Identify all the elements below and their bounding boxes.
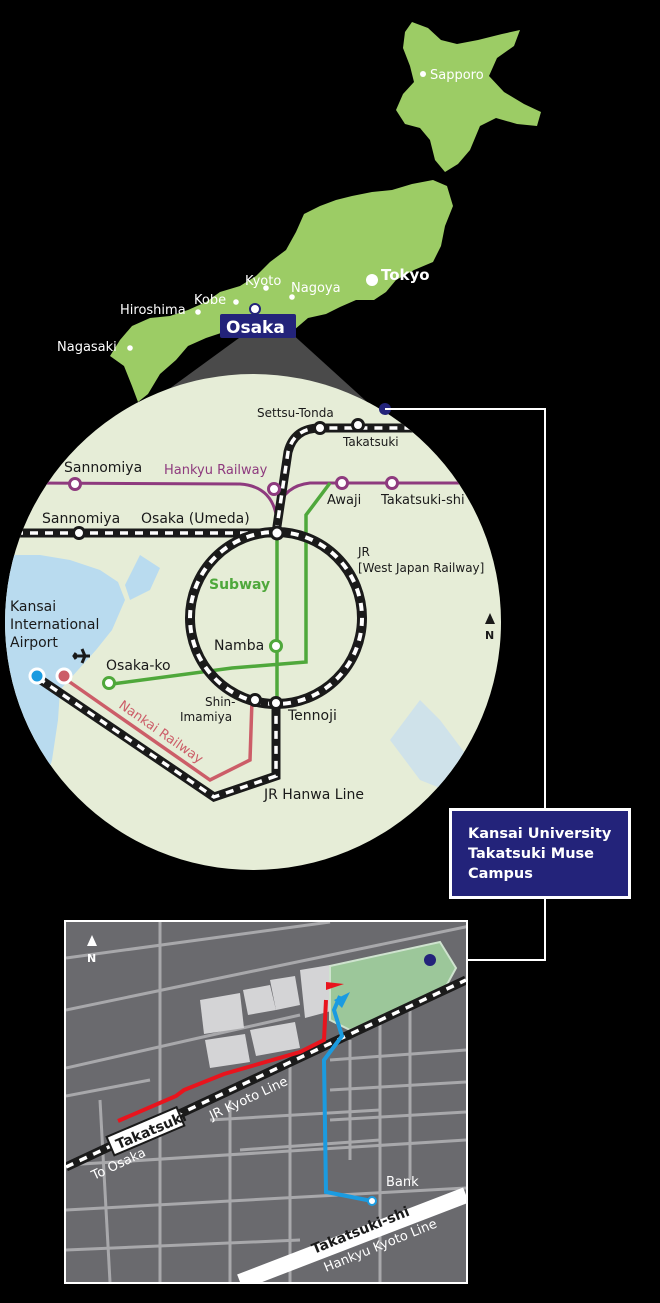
north-arrow-icon: N: [485, 613, 495, 642]
station-label: Namba: [214, 638, 264, 654]
city-tokyo: Tokyo: [366, 266, 430, 286]
campus-callout-box: Kansai University Takatsuki Muse Campus: [449, 808, 631, 899]
station-label: Takatsuki-shi: [380, 493, 465, 508]
city-label: Nagoya: [291, 281, 341, 296]
city-nagasaki: Nagasaki: [57, 340, 133, 355]
stations: [28, 403, 399, 710]
north-arrow-icon: N: [87, 935, 97, 965]
station-label: Awaji: [327, 493, 361, 508]
airport-label: International: [10, 617, 99, 633]
route-from-hankyu: [321, 995, 373, 1203]
bay-islands: [125, 555, 160, 600]
line-label: Subway: [209, 577, 270, 593]
airplane-icon: [72, 648, 90, 664]
campus-name-line: Kansai University: [468, 826, 612, 842]
connector-line: [385, 408, 546, 961]
station-label: Imamiya: [180, 710, 232, 724]
city-nagoya: Nagoya: [289, 281, 341, 300]
subway-line: [111, 481, 332, 703]
city-sapporo: Sapporo: [420, 68, 484, 83]
station-label: Shin-: [205, 695, 236, 709]
station-label: Osaka (Umeda): [141, 511, 250, 527]
station-label: Settsu-Tonda: [257, 406, 334, 420]
campus-name-line: Takatsuki Muse: [468, 846, 594, 862]
line-label: Hankyu Railway: [164, 463, 268, 478]
osaka-label: Osaka: [226, 318, 285, 338]
city-label: Nagasaki: [57, 340, 117, 355]
station-label: Takatsuki: [342, 435, 399, 449]
campus-name-line: Campus: [468, 866, 533, 882]
honshu-island: [110, 180, 453, 402]
svg-text:N: N: [87, 952, 96, 965]
svg-text:N: N: [485, 629, 494, 642]
city-label: Kyoto: [245, 274, 281, 289]
edge-strip: [648, 410, 660, 774]
city-label: Kobe: [194, 293, 226, 308]
station-label: Sannomiya: [64, 460, 142, 476]
line-label: JR: [357, 545, 370, 559]
building-blocks: [200, 965, 335, 1068]
airport-label: Kansai: [10, 599, 56, 615]
line-label: JR Hanwa Line: [263, 787, 364, 803]
airport-label: Airport: [10, 635, 58, 651]
campus-marker: [424, 954, 436, 966]
hokkaido-island: [396, 22, 541, 172]
city-kyoto: Kyoto: [245, 274, 281, 291]
bank-label: Bank: [386, 1175, 419, 1190]
route-from-jr: [117, 999, 328, 1123]
station-label: Tennoji: [287, 708, 337, 724]
japan-overview-map: Sapporo Tokyo Nagoya Kyoto Kobe Hiroshim…: [57, 22, 541, 432]
city-hiroshima: Hiroshima: [120, 303, 201, 318]
city-osaka-highlight: Osaka: [220, 303, 296, 338]
city-kobe: Kobe: [194, 293, 239, 308]
city-label: Tokyo: [381, 266, 430, 284]
station-label: Osaka-ko: [106, 658, 171, 674]
nankai-line: [62, 676, 254, 783]
osaka-area-map: N Settsu-Tonda Takatsuki Sannomiya Hanky…: [5, 374, 501, 870]
city-label: Sapporo: [430, 68, 484, 83]
zoom-circle: [5, 374, 501, 870]
station-label: Sannomiya: [42, 511, 120, 527]
city-label: Hiroshima: [120, 303, 186, 318]
local-campus-map: N Takatsuki JR Kyoto Line To Osaka Bank …: [64, 920, 468, 1284]
line-label: [West Japan Railway]: [358, 561, 484, 575]
